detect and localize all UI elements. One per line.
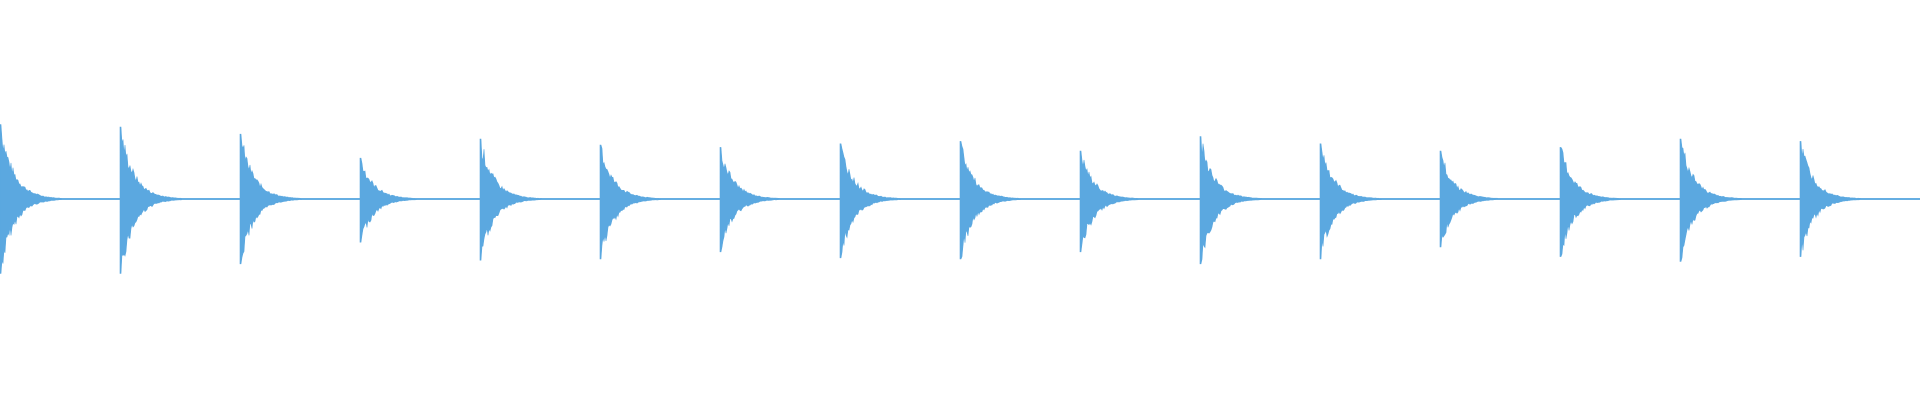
waveform-group <box>0 124 1920 274</box>
